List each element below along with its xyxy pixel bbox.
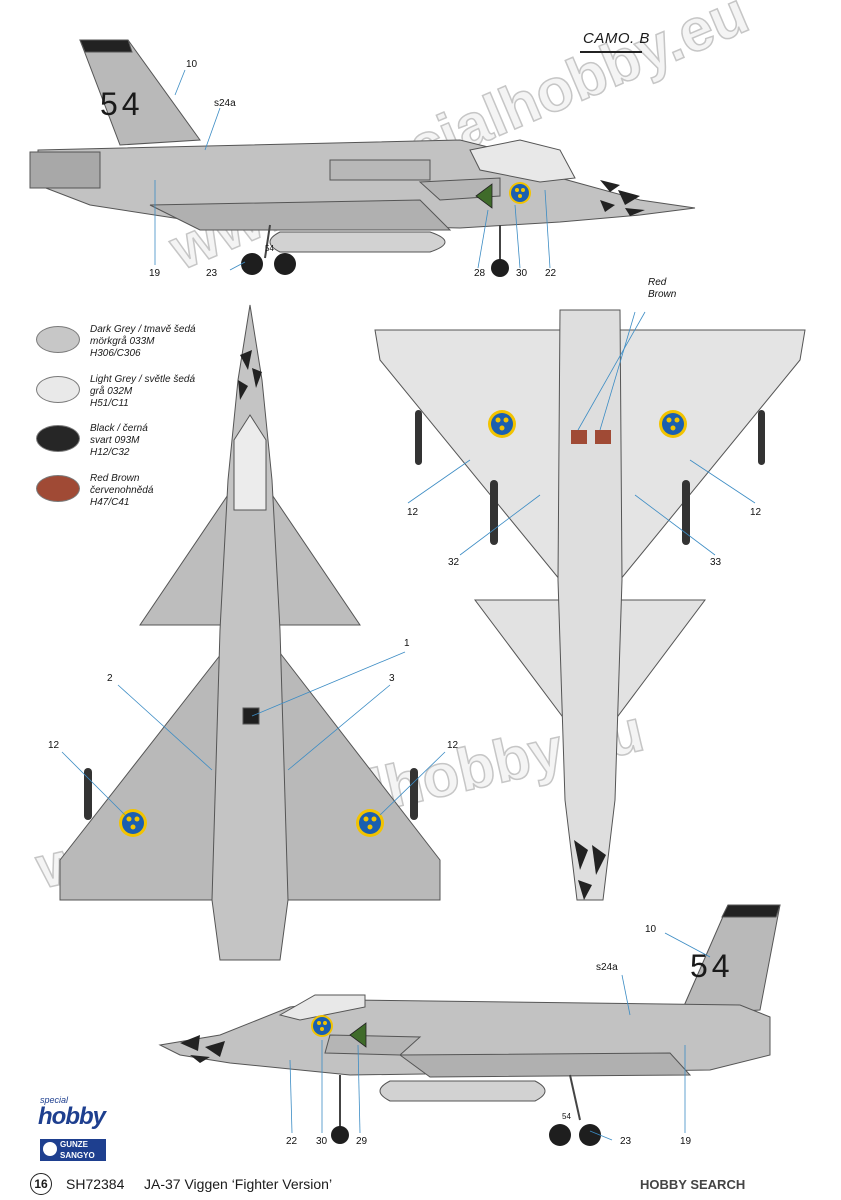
side-view-top-gear	[241, 224, 509, 277]
callout-10-top: 10	[186, 59, 198, 70]
missile-under-left	[415, 410, 422, 465]
underside-view-airframe	[374, 309, 806, 901]
missile-under-right	[758, 410, 765, 465]
red-brown-panel-left	[571, 430, 587, 444]
legend-light-grey-paint: H51/C11	[90, 398, 129, 409]
legend-dark-grey-paint: H306/C306	[90, 348, 141, 359]
legend-red-brown-paint: H47/C41	[90, 497, 130, 508]
callout-12-plan-left: 12	[48, 740, 60, 751]
missile-plan-left	[84, 768, 92, 820]
callout-s24a-top: s24a	[214, 98, 236, 109]
callout-10-bottom: 10	[645, 924, 657, 935]
legend-dark-grey-name: Dark Grey / tmavě šedá	[90, 324, 196, 335]
legend-light-grey-code: grå 032M	[90, 386, 133, 397]
legend-light-grey-name: Light Grey / světle šedá	[90, 374, 196, 385]
swatch-dark-grey	[36, 326, 80, 353]
swatch-black	[36, 425, 80, 452]
roundel-plan-right	[356, 809, 384, 837]
special-hobby-logo-top: special	[40, 1095, 69, 1105]
product-title: JA-37 Viggen ‘Fighter Version’	[144, 1176, 333, 1192]
plan-view-leaders	[61, 651, 446, 816]
camo-label: CAMO. B	[583, 30, 650, 47]
callout-2-plan: 2	[107, 673, 113, 684]
gear-code-top: 54	[265, 244, 274, 253]
roundel-side-top	[509, 182, 531, 204]
product-code: SH72384	[66, 1176, 125, 1192]
side-view-bottom-leaders	[289, 932, 711, 1141]
callout-30-bottom: 30	[316, 1136, 328, 1147]
swatch-light-grey	[36, 376, 80, 403]
callout-19-top: 19	[149, 268, 161, 279]
swatch-red-brown	[36, 475, 80, 502]
callout-12-plan-right: 12	[447, 740, 459, 751]
callout-red-brown-2: Brown	[648, 289, 677, 300]
callout-23-top: 23	[206, 268, 218, 279]
tail-code-bottom: 54	[690, 948, 734, 984]
unit-emblem-bottom	[349, 1022, 367, 1048]
callout-22-bottom: 22	[286, 1136, 298, 1147]
plan-view	[59, 304, 446, 961]
roundel-side-bottom	[311, 1015, 333, 1037]
page-number: 16	[30, 1173, 52, 1195]
callout-3-plan: 3	[389, 673, 395, 684]
callout-red-brown-1: Red	[648, 277, 667, 288]
callout-22-top: 22	[545, 268, 557, 279]
side-view-top	[29, 39, 696, 277]
callout-30-top: 30	[516, 268, 528, 279]
side-view-bottom-nose-camo	[180, 1035, 225, 1063]
plan-view-nose-camo	[238, 350, 262, 400]
missile-plan-right	[410, 768, 418, 820]
camo-underline	[580, 51, 642, 53]
roundel-under-right	[659, 410, 687, 438]
underside-nose-camo	[574, 840, 606, 900]
roundel-under-left	[488, 410, 516, 438]
gunze-sangyo-logo: GUNZE SANGYO	[40, 1139, 106, 1161]
callout-33-under: 33	[710, 557, 722, 568]
side-view-bottom	[158, 904, 781, 1146]
underside-view	[374, 309, 806, 901]
callout-28-top: 28	[474, 268, 486, 279]
callout-32-under: 32	[448, 557, 460, 568]
underside-leaders	[407, 311, 756, 556]
roundel-plan-left	[119, 809, 147, 837]
side-view-top-airframe	[29, 39, 696, 253]
callout-1-plan: 1	[404, 638, 410, 649]
callout-12-under-left: 12	[407, 507, 419, 518]
plan-view-airframe	[59, 304, 441, 961]
gear-under-left	[490, 480, 498, 545]
legend-red-brown-code: červenohnědá	[90, 485, 154, 496]
callout-s24a-bottom: s24a	[596, 962, 618, 973]
side-view-top-nose-camo	[600, 180, 645, 216]
special-hobby-logo: hobby	[38, 1103, 106, 1130]
gear-code-bottom: 54	[562, 1112, 571, 1121]
tail-code-top: 54	[100, 86, 144, 122]
unit-emblem-top	[475, 183, 493, 209]
callout-12-under-right: 12	[750, 507, 762, 518]
callout-19-bottom: 19	[680, 1136, 692, 1147]
legend-black-paint: H12/C32	[90, 447, 130, 458]
gunze-text: GUNZE	[60, 1140, 88, 1149]
gunze-mark-icon	[43, 1142, 57, 1156]
gear-under-right	[682, 480, 690, 545]
callout-29-bottom: 29	[356, 1136, 368, 1147]
callout-23-bottom: 23	[620, 1136, 632, 1147]
legend-dark-grey-code: mörkgrå 033M	[90, 336, 155, 347]
red-brown-panel-right	[595, 430, 611, 444]
side-view-bottom-airframe	[158, 904, 781, 1102]
legend-black-name: Black / černá	[90, 423, 148, 434]
side-view-bottom-gear	[331, 1074, 601, 1146]
side-view-top-leaders	[154, 69, 551, 271]
hobby-search-credit: HOBBY SEARCH	[640, 1177, 746, 1192]
legend-red-brown-name: Red Brown	[90, 473, 140, 484]
sangyo-text: SANGYO	[60, 1151, 95, 1160]
legend-black-code: svart 093M	[90, 435, 140, 446]
